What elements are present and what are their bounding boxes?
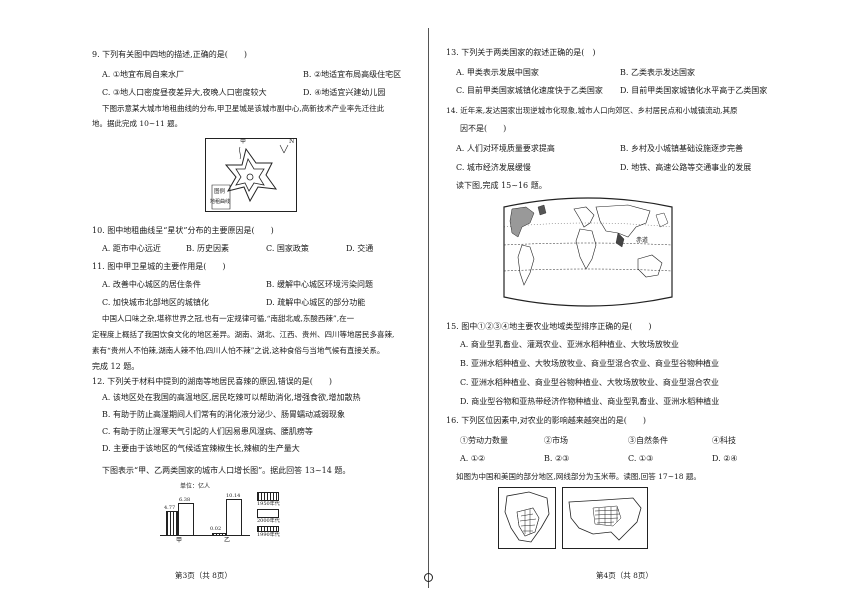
intro-10-line1: 下图示意某大城市地租曲线的分布,甲卫星城是该城市副中心,高新技术产业率先迁往此: [102, 104, 385, 113]
usa-corn-belt-map: [562, 487, 648, 549]
bar-yi-2: [226, 499, 242, 536]
page-footer-right: 第4页（共 8页）: [596, 571, 653, 580]
q16-factor-4: ④科技: [712, 436, 736, 445]
chart-baseline: [160, 535, 250, 536]
rent-curve-map: [211, 144, 289, 210]
legend-swatch-3: [257, 526, 279, 532]
binding-hole: [424, 573, 433, 582]
q16-factor-1: ①劳动力数量: [460, 436, 508, 445]
q16-factor-2: ②市场: [544, 436, 568, 445]
page-footer-left: 第3页（共 8页）: [175, 571, 232, 580]
q12-option-b: B. 有助于防止高湿期间人们常有的消化液分泌少、肠胃蠕动减弱现象: [102, 410, 345, 419]
world-map-svg: [503, 197, 673, 307]
intro-12-line4: 完成 12 题。: [92, 362, 140, 371]
q9-option-d: D. ④地适宜兴建幼儿园: [303, 88, 386, 97]
intro-10-line2: 地。据此完成 10~11 题。: [92, 119, 183, 128]
q16-option-a: A. ①②: [460, 454, 486, 463]
q14-line1: 14. 近年来,发达国家出现逆城市化现象,城市人口向郊区、乡村居民点和小城镇流动…: [446, 106, 738, 115]
china-map-svg: [504, 491, 550, 543]
value-jia-1: 4.77: [164, 505, 176, 511]
group-label-jia: 甲: [176, 537, 183, 544]
intro-17: 如图为中国和美国的部分地区,网线部分为玉米带。读图,回答 17~18 题。: [456, 472, 701, 481]
page-divider: [428, 28, 429, 588]
q11-option-c: C. 加快城市北部地区的城镇化: [102, 298, 209, 307]
q9-option-b: B. ②地适宜布局高级住宅区: [303, 70, 402, 79]
legend-label-3: 1990年代: [257, 532, 280, 538]
china-corn-belt-map: [498, 487, 556, 549]
q11-option-b: B. 缓解中心城区环境污染问题: [266, 280, 373, 289]
q16-stem: 16. 下列区位因素中,对农业的影响越来越突出的是( ): [446, 416, 647, 425]
q14-option-b: B. 乡村及小城镇基础设施逐步完善: [620, 144, 743, 153]
q14-option-d: D. 地铁、高速公路等交通事业的发展: [620, 163, 752, 172]
q9-stem: 9. 下列有关图中四地的描述,正确的是( ): [92, 50, 247, 59]
intro-12-line3: 素有“贵州人不怕辣,湖南人辣不怕,四川人怕不辣”之说,这种食俗与当地气候有直接关…: [92, 346, 385, 355]
q11-option-d: D. 疏解中心城区的部分功能: [266, 298, 366, 307]
q12-option-c: C. 有助于防止湿寒天气引起的人们因易患风湿病、腰肌痨等: [102, 427, 313, 436]
q15-option-c: C. 亚洲水稻种植业、商业型谷物种植业、大牧场放牧业、商业型混合农业: [460, 378, 719, 387]
q13-option-d: D. 目前甲类国家城镇化水平高于乙类国家: [620, 86, 768, 95]
bar-jia-1: [166, 511, 178, 536]
q11-stem: 11. 图中甲卫星城的主要作用是( ): [92, 262, 226, 271]
q16-factor-3: ③自然条件: [628, 436, 668, 445]
intro-12-line1: 中国人口味之杂,堪称世界之冠,也有一定规律可循,“南甜北咸,东酸西辣”,在一: [102, 314, 355, 323]
q13-option-c: C. 目前甲类国家城镇化速度快于乙类国家: [456, 86, 603, 95]
q12-option-a: A. 该地区处在我国的高温地区,居民吃辣可以帮助消化,增强食欲,增加散热: [102, 393, 361, 402]
q16-option-b: B. ②③: [544, 454, 570, 463]
q13-stem: 13. 下列关于两类国家的叙述正确的是( ): [446, 48, 596, 57]
legend-item: 地租曲线: [210, 199, 231, 205]
q9-option-a: A. ①地宜布局自来水厂: [102, 70, 185, 79]
q14-option-c: C. 城市经济发展缓慢: [456, 163, 531, 172]
q15-option-a: A. 商业型乳畜业、灌溉农业、亚洲水稻种植业、大牧场放牧业: [460, 340, 679, 349]
q10-option-c: C. 国家政策: [266, 244, 309, 253]
left-page: 9. 下列有关图中四地的描述,正确的是( ) A. ①地宜布局自来水厂 B. ②…: [0, 0, 425, 608]
intro-13: 下图表示“甲、乙两类国家的城市人口增长图”。据此回答 13~14 题。: [102, 466, 351, 475]
intro-15: 读下图,完成 15~16 题。: [456, 181, 547, 190]
north-arrow-label: N: [289, 138, 295, 145]
equator-label: 赤道: [636, 237, 649, 244]
value-jia-2: 6.38: [179, 497, 191, 503]
q9-option-c: C. ③地人口密度昼夜差异大,夜晚人口密度较大: [102, 88, 267, 97]
legend-swatch-1: [257, 492, 279, 501]
q16-option-c: C. ①③: [628, 454, 654, 463]
q13-option-b: B. 乙类表示发达国家: [620, 68, 695, 77]
bar-jia-2: [178, 503, 194, 536]
usa-map-svg: [568, 497, 642, 541]
q11-option-a: A. 改善中心城区的居住条件: [102, 280, 201, 289]
q14-option-a: A. 人们对环境质量要求提高: [456, 144, 555, 153]
legend-label-1: 1950年代: [257, 501, 280, 507]
world-agriculture-map: 赤道: [500, 193, 676, 311]
q15-stem: 15. 图中①②③④地主要农业地域类型排序正确的是( ): [446, 322, 652, 331]
value-yi-1: 0.02: [210, 526, 222, 532]
q10-option-a: A. 距市中心远近: [102, 244, 161, 253]
right-page: 13. 下列关于两类国家的叙述正确的是( ) A. 甲类表示发展中国家 B. 乙…: [432, 0, 860, 608]
q12-option-d: D. 主要由于该地区的气候适宜辣椒生长,辣椒的生产量大: [102, 444, 300, 453]
legend-swatch-2: [257, 509, 279, 518]
q13-option-a: A. 甲类表示发展中国家: [456, 68, 539, 77]
q15-option-b: B. 亚洲水稻种植业、大牧场放牧业、商业型混合农业、商业型谷物种植业: [460, 359, 719, 368]
fig-label-jia: 甲: [240, 138, 247, 145]
q10-option-d: D. 交通: [346, 244, 374, 253]
intro-12-line2: 定程度上概括了我国饮食文化的地区差异。湖南、湖北、江西、贵州、四川等地居民多喜辣…: [92, 330, 395, 339]
urban-population-chart: 单位：亿人 4.77 6.38 0.02 10.14 甲 乙 1950年代 20…: [160, 484, 285, 546]
legend-title: 图例: [214, 189, 226, 195]
legend-label-2: 2000年代: [257, 518, 280, 524]
q14-line2: 因不是( ): [460, 124, 507, 133]
q12-stem: 12. 下列关于材料中提到的湖南等地居民喜辣的原因,错误的是( ): [92, 377, 333, 386]
q16-option-d: D. ②④: [712, 454, 738, 463]
value-yi-2: 10.14: [226, 493, 241, 499]
q15-option-d: D. 商业型谷物和亚热带经济作物种植业、商业型乳畜业、亚洲水稻种植业: [460, 397, 720, 406]
q10-option-b: B. 历史因素: [186, 244, 229, 253]
q10-stem: 10. 图中地租曲线呈“星状”分布的主要原因是( ): [92, 226, 274, 235]
group-label-yi: 乙: [224, 537, 231, 544]
rent-curve-figure: 甲 N 图例 地租曲线: [205, 138, 297, 212]
chart-unit: 单位：亿人: [180, 483, 211, 490]
